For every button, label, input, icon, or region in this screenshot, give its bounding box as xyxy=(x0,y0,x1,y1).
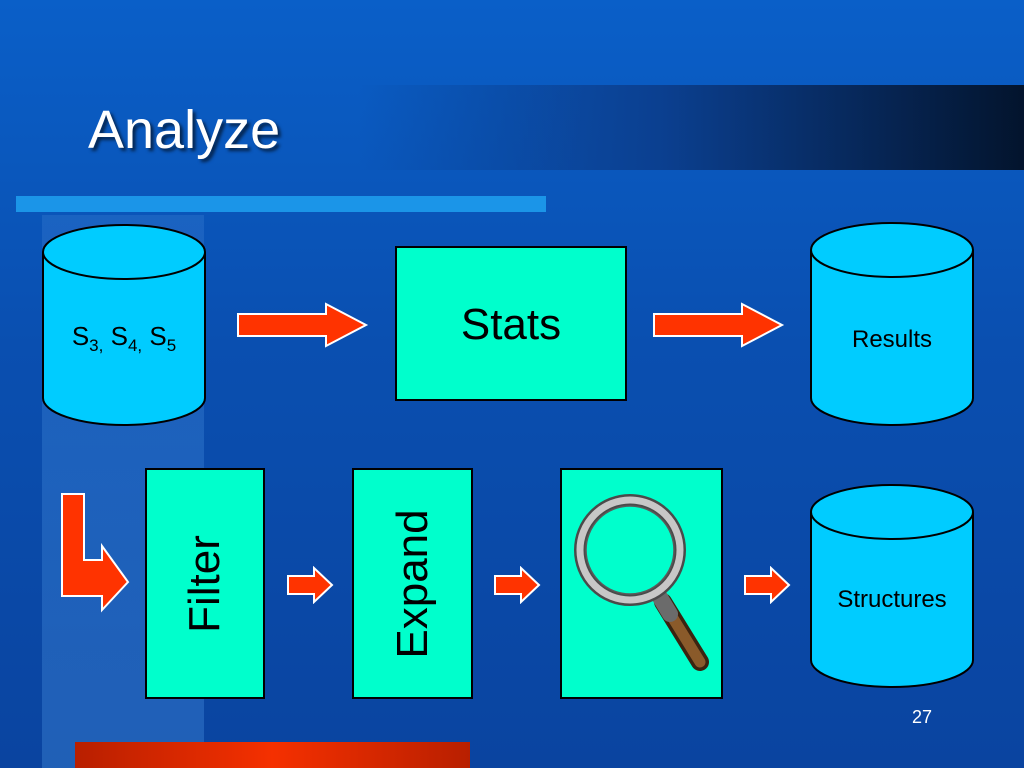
slide-title: Analyze xyxy=(88,100,281,160)
results-database-cylinder: Results xyxy=(808,220,976,428)
expand-label: Expand xyxy=(387,508,437,659)
structures-label: Structures xyxy=(837,586,947,613)
source-database-label: S3, S4, S5 xyxy=(71,321,177,356)
filter-box: Filter xyxy=(145,468,265,699)
stats-label: Stats xyxy=(460,300,562,349)
inspect-box xyxy=(560,468,723,699)
results-label: Results xyxy=(851,326,933,353)
page-number: 27 xyxy=(912,707,933,727)
expand-box: Expand xyxy=(352,468,473,699)
arrow-expand-to-inspect xyxy=(494,566,541,604)
filter-label: Filter xyxy=(180,534,229,633)
arrow-filter-to-expand xyxy=(287,566,334,604)
magnifying-glass-icon xyxy=(574,494,709,671)
title-bar xyxy=(0,85,1024,170)
stats-box: Stats xyxy=(395,246,627,401)
arrow-inspect-to-structures xyxy=(744,566,791,604)
structures-database-cylinder: Structures xyxy=(808,482,976,690)
source-database-cylinder: S3, S4, S5 xyxy=(40,222,208,428)
arrow-source-to-stats xyxy=(237,302,369,348)
title-accent-bar xyxy=(16,196,546,212)
arrow-down-to-filter xyxy=(61,493,130,613)
bottom-accent-bar xyxy=(75,742,470,768)
arrow-stats-to-results xyxy=(653,302,785,348)
